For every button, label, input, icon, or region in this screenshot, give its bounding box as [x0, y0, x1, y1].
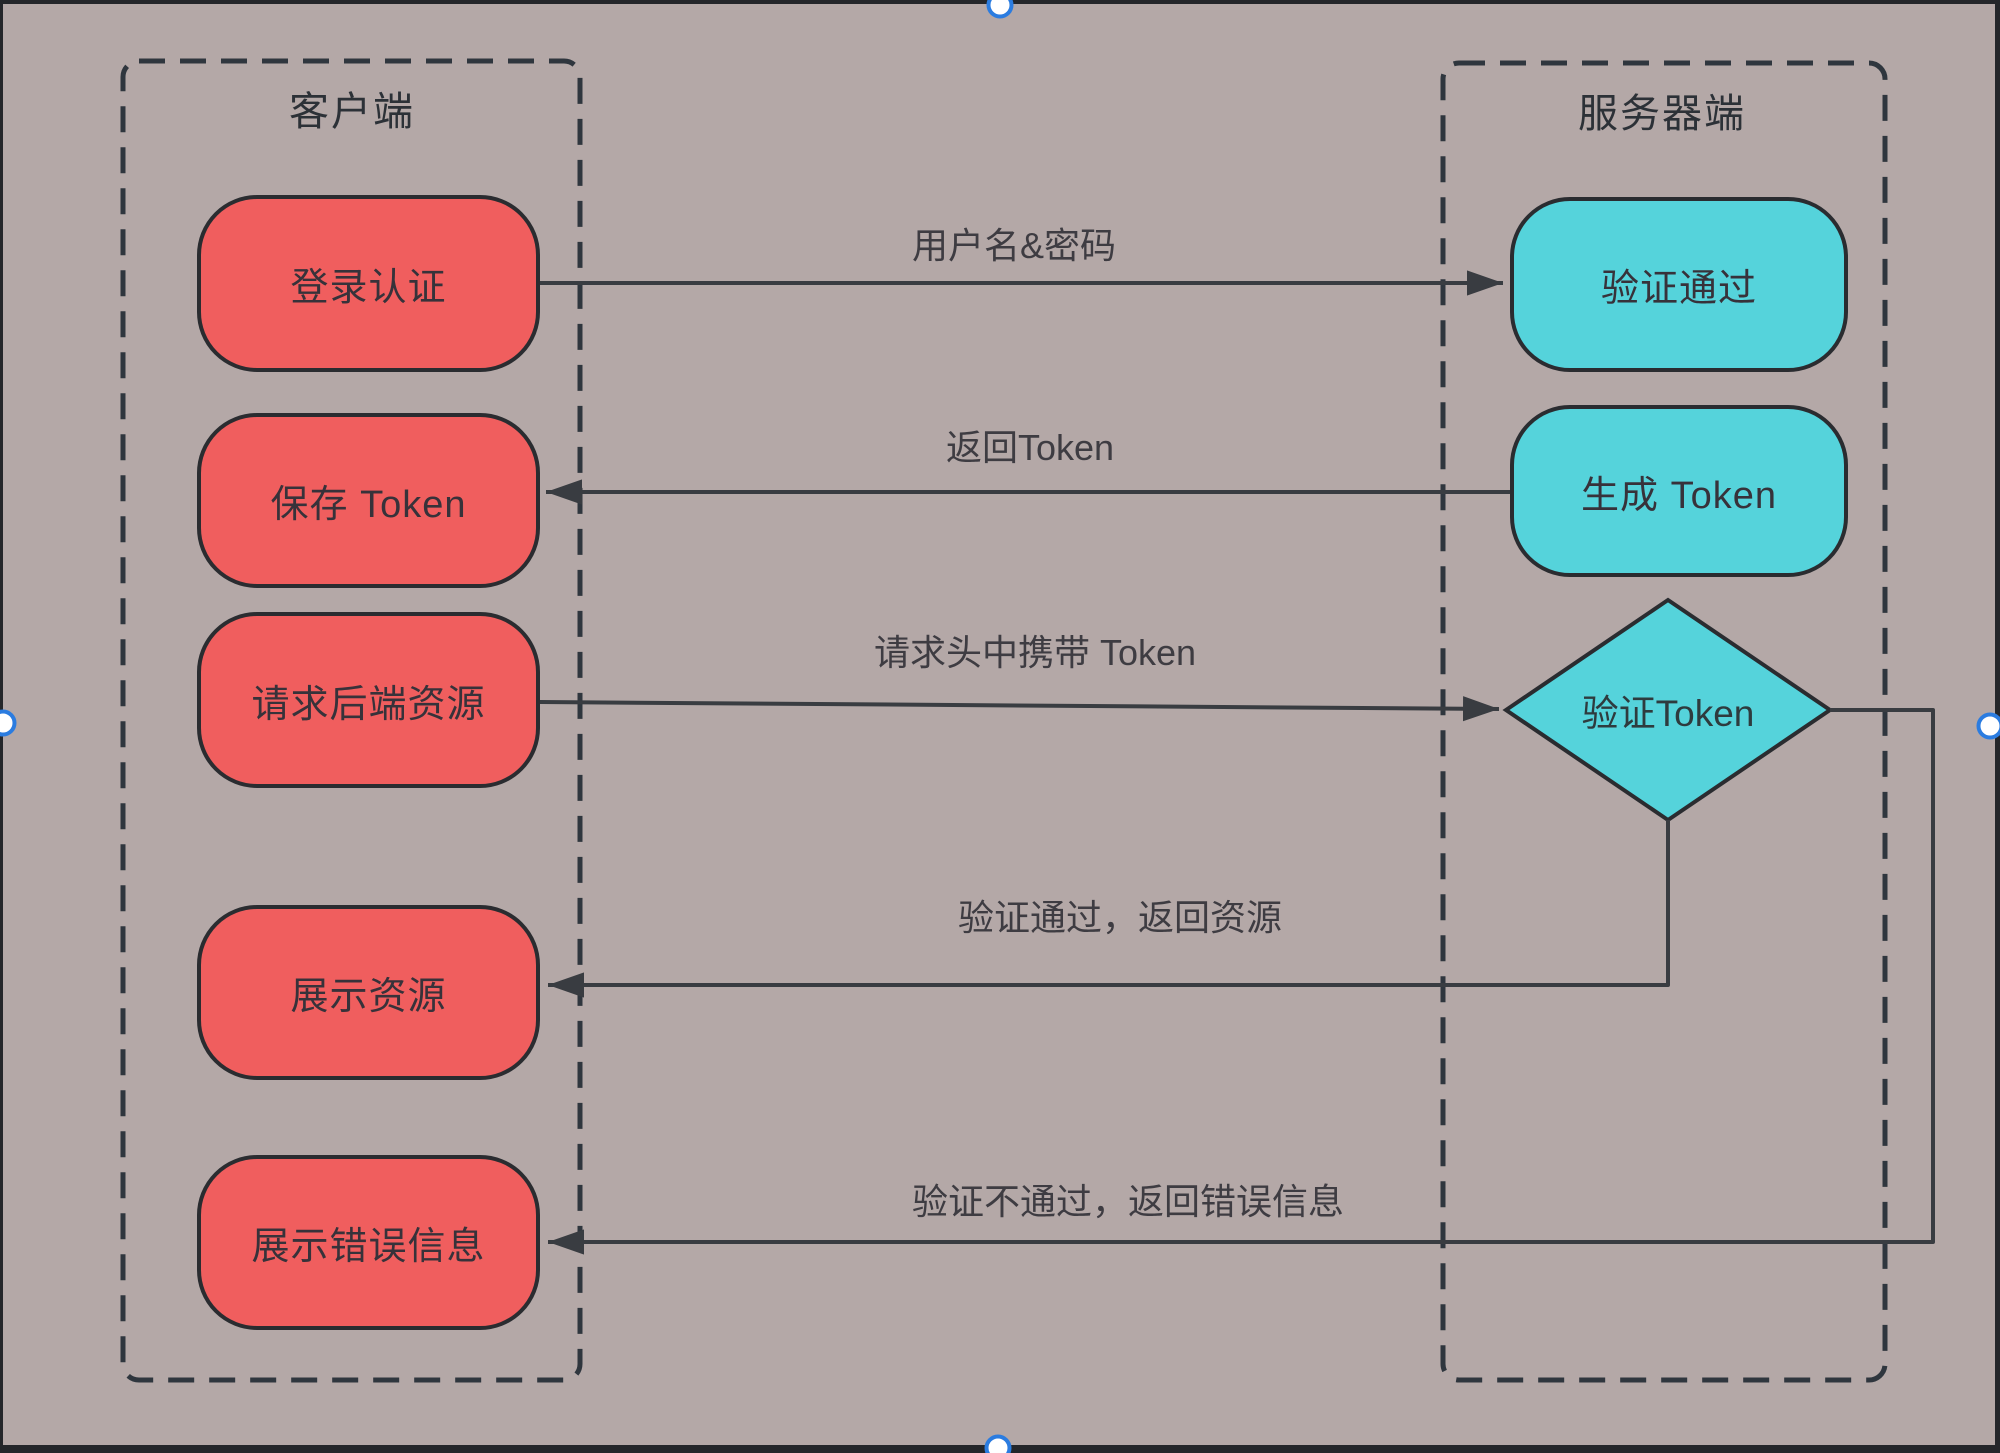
show-resource-label: 展示资源	[290, 976, 447, 1018]
arrow-request-with-token	[539, 696, 1500, 722]
request-resource-label: 请求后端资源	[251, 683, 486, 726]
generate-token-node: 生成 Token	[1510, 405, 1848, 577]
show-resource-node: 展示资源	[197, 905, 540, 1080]
server-group-label: 服务器端	[1578, 92, 1746, 136]
arrow-pass-return-resource	[548, 820, 1670, 998]
login-auth-node: 登录认证	[197, 195, 540, 372]
verify-pass-label: 验证通过	[1600, 268, 1757, 310]
request-resource-node: 请求后端资源	[197, 612, 540, 788]
selection-handle-right[interactable]	[1976, 712, 2000, 740]
show-error-node: 展示错误信息	[197, 1155, 540, 1330]
save-token-label: 保存 Token	[270, 484, 467, 526]
show-error-label: 展示错误信息	[251, 1226, 486, 1268]
arrow-label-return-token: 返回Token	[945, 427, 1115, 468]
client-group-label: 客户端	[289, 90, 415, 134]
arrow-label-pass-return-resource: 验证通过，返回资源	[957, 897, 1283, 938]
generate-token-label: 生成 Token	[1581, 474, 1777, 517]
arrow-label-request-with-token: 请求头中携带 Token	[873, 632, 1197, 673]
arrow-fail-return-error	[548, 708, 1935, 1255]
login-auth-label: 登录认证	[290, 267, 447, 309]
save-token-node: 保存 Token	[197, 413, 540, 588]
arrow-label-username-password: 用户名&密码	[911, 225, 1117, 266]
verify-token-label: 验证Token	[1581, 693, 1755, 734]
verify-pass-node: 验证通过	[1510, 197, 1848, 372]
server-group-box	[1440, 60, 1888, 1383]
selection-handle-top[interactable]	[986, 0, 1014, 19]
arrow-label-fail-return-error: 验证不通过，返回错误信息	[911, 1181, 1345, 1222]
selection-handle-left[interactable]	[0, 709, 17, 737]
client-group-box	[120, 58, 583, 1383]
